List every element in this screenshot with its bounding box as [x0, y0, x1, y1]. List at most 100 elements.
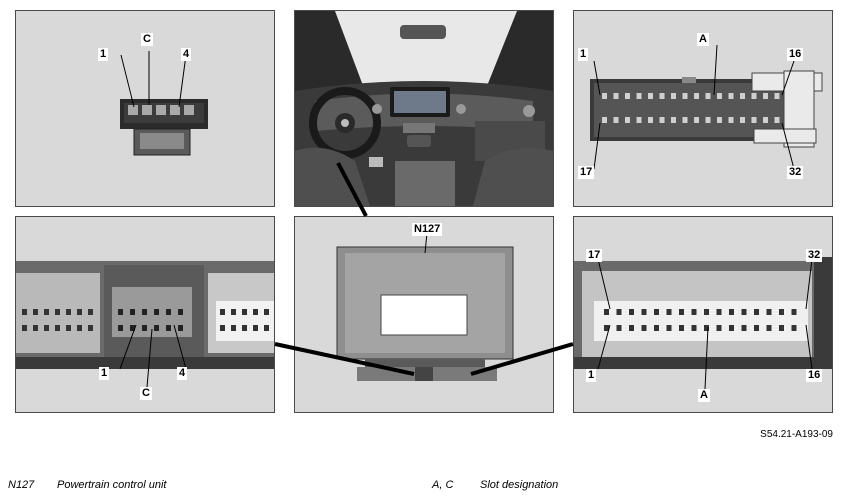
pin-contact	[694, 117, 699, 123]
pin-contact	[741, 309, 747, 315]
pin-label-1: 1	[578, 48, 589, 61]
pin-contact	[716, 325, 722, 331]
pin-contact	[694, 93, 699, 99]
pin-contact	[666, 309, 672, 315]
legend-code-slots: A, C	[432, 479, 454, 491]
pin-contact	[754, 325, 759, 331]
pin-contact	[740, 93, 745, 99]
pin-contact	[691, 309, 697, 315]
pin-contact	[766, 309, 772, 315]
pin-contact	[231, 325, 236, 331]
pin-contact	[704, 309, 709, 315]
slot-label-c: C	[141, 33, 153, 46]
pin-contact	[264, 325, 269, 331]
pin-contact	[178, 309, 183, 315]
pin-contact	[791, 309, 797, 315]
pin-contact	[22, 325, 27, 331]
slot-a-drawing	[574, 257, 832, 390]
pin-contact	[44, 325, 49, 331]
pin-contact	[166, 325, 171, 331]
pin-contact	[616, 309, 622, 315]
pin-label-1: 1	[98, 48, 109, 61]
pin-contact	[154, 309, 159, 315]
panel-vehicle-interior	[294, 10, 554, 207]
pin-contact	[741, 325, 747, 331]
pin-contact	[763, 93, 768, 99]
pin-contact	[671, 117, 676, 123]
dashboard-drawing	[295, 11, 553, 206]
label-plate	[380, 294, 468, 336]
pin-contact	[774, 93, 780, 99]
panel-connector-c-closeup: 1 C 4	[15, 10, 275, 207]
pin-contact	[55, 325, 60, 331]
slot-label-a: A	[697, 33, 709, 46]
pin-contact	[654, 325, 659, 331]
pin-contact	[242, 325, 247, 331]
pin-contact	[613, 93, 619, 99]
legend-code-n127: N127	[8, 479, 35, 491]
pin-contact	[602, 117, 607, 123]
pin-contact	[178, 325, 183, 331]
pin-contact	[130, 309, 135, 315]
pin-contact	[625, 117, 630, 123]
pin-contact	[253, 309, 258, 315]
pin-label-32: 32	[806, 249, 823, 262]
pin-contact	[716, 309, 722, 315]
pin-contact	[629, 325, 634, 331]
pin-contact	[751, 117, 757, 123]
pin-contact	[729, 325, 734, 331]
pin-contact	[766, 325, 772, 331]
pin-contact	[754, 309, 759, 315]
pin-contact	[671, 93, 676, 99]
pin-contact	[779, 309, 784, 315]
pin-contact	[629, 309, 634, 315]
pin-contact	[242, 309, 247, 315]
pin-contact	[66, 309, 71, 315]
pin-contact	[220, 309, 225, 315]
pin-contact	[648, 117, 653, 123]
pin-contact	[705, 117, 711, 123]
panel-control-unit-slot-a: 17 32 1 A 16	[573, 216, 833, 413]
pin-contact	[604, 309, 609, 315]
pin-contact	[666, 325, 672, 331]
legend-text-n127: Powertrain control unit	[57, 479, 167, 491]
pin-label-17: 17	[586, 249, 603, 262]
pin-contact	[717, 93, 722, 99]
slot-c-drawing	[16, 261, 274, 388]
pin-contact	[231, 309, 236, 315]
pin-contact	[66, 325, 71, 331]
pin-label-17: 17	[578, 166, 595, 179]
pin-contact	[774, 117, 780, 123]
reference-code: S54.21-A193-09	[760, 429, 833, 440]
connector-a-drawing	[590, 44, 823, 170]
pin-contact	[130, 325, 135, 331]
pin-contact	[33, 309, 38, 315]
pin-contact	[264, 309, 269, 315]
pin-contact	[779, 325, 784, 331]
pin-contact	[679, 309, 684, 315]
pin-contact	[88, 309, 93, 315]
pin-contact	[166, 309, 171, 315]
pin-contact	[717, 117, 722, 123]
pin-contact	[728, 117, 734, 123]
panel-connector-a-closeup: A 1 16 17 32	[573, 10, 833, 207]
pin-contact	[625, 93, 630, 99]
pin-contact	[604, 325, 609, 331]
pin-contact	[613, 117, 619, 123]
panel-control-unit-n127: N127	[294, 216, 554, 413]
connector-c-drawing	[120, 51, 208, 156]
pin-label-32: 32	[787, 166, 804, 179]
pin-contact	[659, 117, 665, 123]
pin-label-16: 16	[787, 48, 804, 61]
pin-contact	[253, 325, 258, 331]
pin-contact	[791, 325, 797, 331]
pin-contact	[33, 325, 38, 331]
pin-contact	[751, 93, 757, 99]
pin-contact	[763, 117, 768, 123]
pin-contact	[648, 93, 653, 99]
steering-wheel	[309, 87, 381, 159]
pin-label-1: 1	[99, 367, 110, 380]
pin-contact	[691, 325, 697, 331]
pin-contact	[77, 309, 82, 315]
pin-contact	[616, 325, 622, 331]
